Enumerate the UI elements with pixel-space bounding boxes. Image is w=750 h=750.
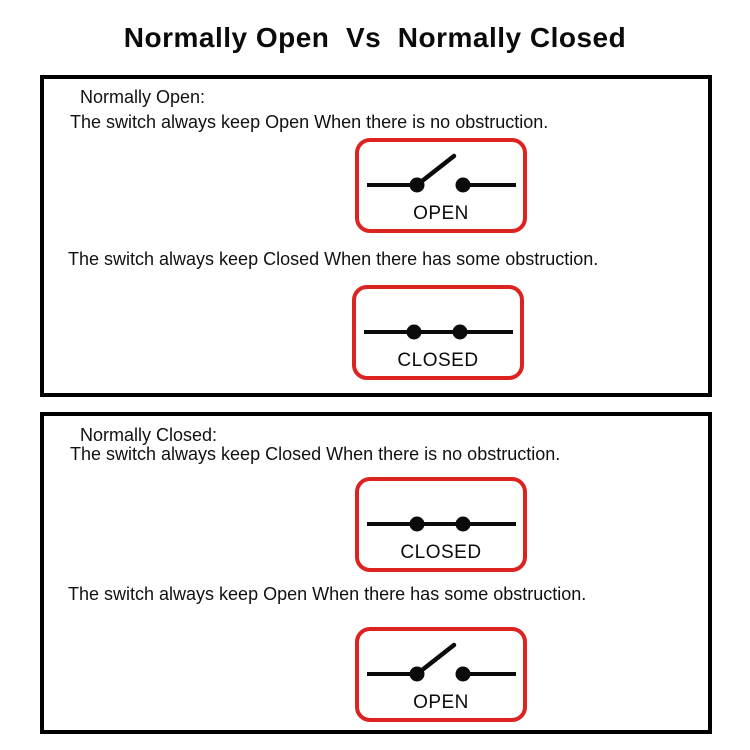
open-switch-icon [367,642,516,682]
switch-lever [414,153,457,188]
switch-figure-closed: CLOSED [352,285,524,380]
right-contact-dot [455,177,471,193]
description-line: The switch always keep Closed When there… [70,444,561,464]
open-switch-icon [367,153,516,193]
switch-state-label: CLOSED [397,350,479,371]
panel-heading: Normally Closed: [80,425,218,445]
switch-state-label: CLOSED [400,542,482,563]
right-contact-dot [455,666,471,682]
closed-switch-icon [367,516,516,532]
right-contact-dot [452,324,468,340]
switch-figure-open: OPEN [355,138,527,233]
closed-switch-icon [364,324,513,340]
page-title: Normally Open Vs Normally Closed [123,22,627,53]
description-line: The switch always keep Closed When there… [68,249,599,269]
switch-state-label: OPEN [413,692,469,713]
panel-normally-open: Normally Open: The switch always keep Op… [40,75,712,397]
description-line: The switch always keep Open When there h… [68,584,587,604]
panel-heading: Normally Open: [80,87,206,107]
right-contact-dot [455,516,471,532]
panel-normally-closed: Normally Closed: The switch always keep … [40,412,712,734]
description-line: The switch always keep Open When there i… [70,112,549,132]
switch-state-label: OPEN [413,203,469,224]
switch-lever [414,642,457,677]
switch-figure-closed: CLOSED [355,477,527,572]
switch-figure-open: OPEN [355,627,527,722]
